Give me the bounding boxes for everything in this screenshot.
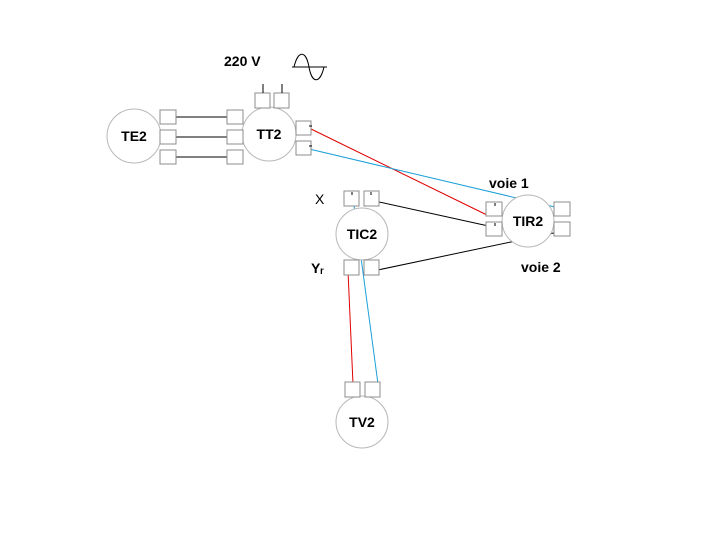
node-label-tic2: TIC2 <box>347 226 378 242</box>
ac-sine-icon <box>292 53 327 81</box>
terminal-tt2-mains-1[interactable] <box>254 92 271 109</box>
nodes <box>106 106 555 449</box>
terminal-tt2-in-3[interactable] <box>226 149 244 165</box>
terminal-tir2-in-1[interactable] <box>485 201 503 217</box>
terminal-tic2-x-2[interactable] <box>363 190 380 207</box>
terminal-tv2-2[interactable] <box>364 381 381 398</box>
terminal-tir2-out-2[interactable] <box>553 221 571 237</box>
node-tir2 <box>501 194 555 248</box>
terminal-tic2-yr-1[interactable] <box>343 259 360 276</box>
wire-tt2-tir2-red <box>308 127 490 217</box>
terminal-tic2-yr-2[interactable] <box>363 259 380 276</box>
terminal-tic2-x-1[interactable] <box>343 190 360 207</box>
terminal-tt2-out-1[interactable] <box>295 120 312 136</box>
terminal-te2-1[interactable] <box>159 109 177 125</box>
node-label-tir2: TIR2 <box>513 213 544 229</box>
x-label: X <box>315 191 325 207</box>
terminal-tt2-in-1[interactable] <box>226 109 244 125</box>
node-label-te2: TE2 <box>121 128 147 144</box>
terminal-tt2-mains-2[interactable] <box>273 92 290 109</box>
terminal-te2-2[interactable] <box>159 129 177 145</box>
terminals <box>159 84 571 398</box>
node-label-tt2: TT2 <box>257 126 282 142</box>
terminal-tir2-out-1[interactable] <box>553 201 571 217</box>
node-label-tv2: TV2 <box>349 414 375 430</box>
node-tic2 <box>335 207 389 261</box>
terminal-tv2-1[interactable] <box>344 381 361 398</box>
voltage-label: 220 V <box>224 53 261 69</box>
node-tv2 <box>335 395 389 449</box>
terminal-tir2-in-2[interactable] <box>485 221 503 237</box>
terminal-tt2-out-2[interactable] <box>295 140 312 156</box>
voie1-label: voie 1 <box>489 175 529 191</box>
terminal-te2-3[interactable] <box>159 149 177 165</box>
terminal-tt2-in-2[interactable] <box>226 129 244 145</box>
voie2-label: voie 2 <box>521 259 561 275</box>
wire-tic2-x-tir2 <box>369 199 494 228</box>
yr-label: Yᵣ <box>311 260 324 276</box>
wires <box>176 116 564 385</box>
wire-tic2-tv2-red <box>347 270 354 385</box>
